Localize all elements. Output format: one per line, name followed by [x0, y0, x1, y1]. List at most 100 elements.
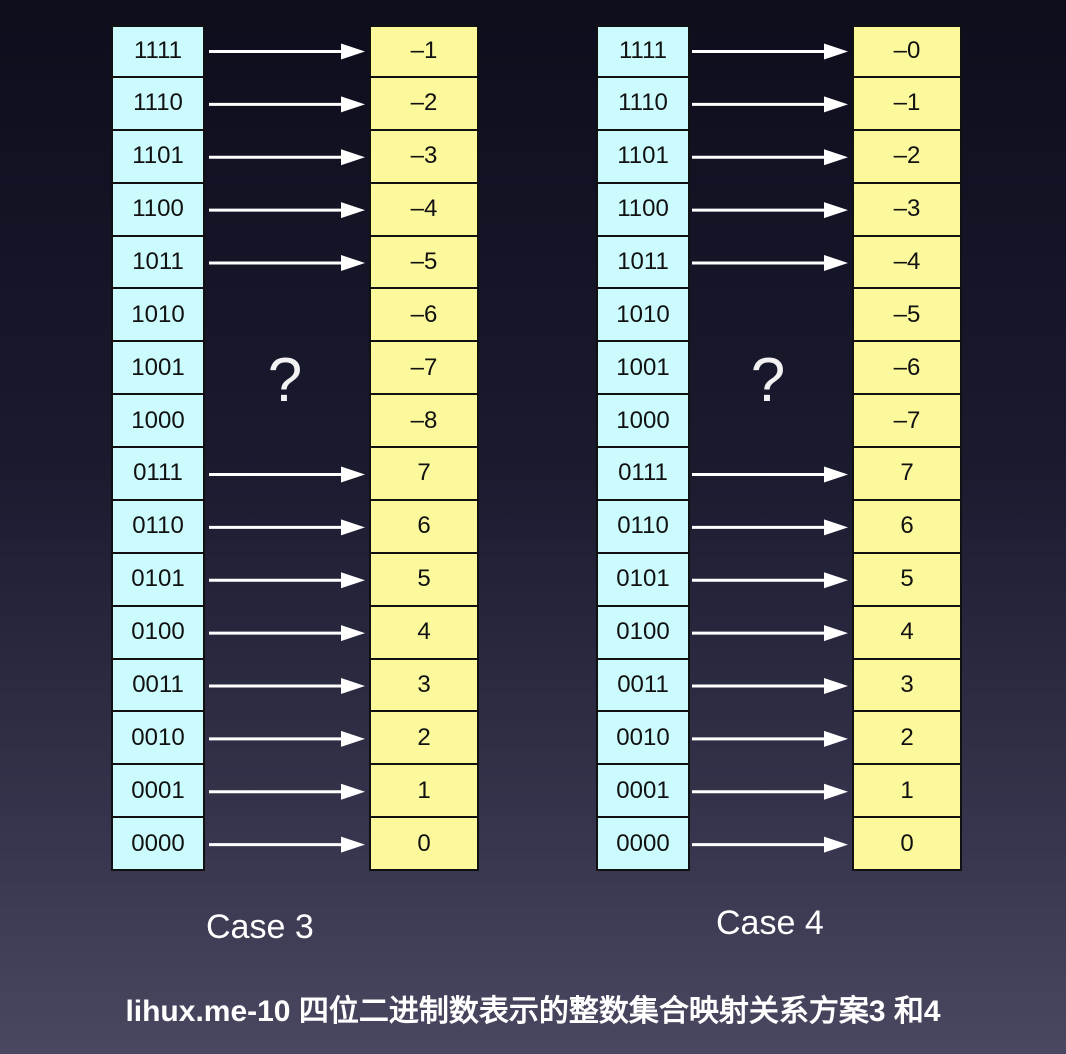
binary-cell: 0101: [596, 553, 690, 607]
mapping-arrow-head: [824, 519, 848, 536]
binary-cell: 1101: [111, 130, 205, 184]
case3-question-mark: ?: [267, 346, 303, 415]
binary-cell: 0111: [111, 448, 205, 501]
mapping-arrow-head: [824, 836, 848, 853]
mapping-arrow-head: [341, 466, 365, 483]
value-cell: 5: [852, 553, 962, 607]
binary-cell: 0000: [596, 818, 690, 871]
mapping-arrow-head: [824, 572, 848, 589]
binary-cell: 1010: [596, 289, 690, 343]
value-cell: 1: [369, 765, 479, 819]
mapping-arrow-head: [824, 149, 848, 166]
binary-cell: 0100: [111, 606, 205, 660]
value-cell: 7: [369, 448, 479, 501]
mapping-arrow-head: [824, 202, 848, 219]
mapping-arrow-head: [341, 43, 365, 60]
binary-cell: 0001: [596, 765, 690, 819]
case3-label: Case 3: [206, 908, 314, 946]
value-cell: 1: [852, 765, 962, 819]
binary-cell: 1110: [596, 77, 690, 131]
value-cell: 0: [852, 818, 962, 871]
mapping-arrow-head: [341, 202, 365, 219]
value-cell: 2: [369, 712, 479, 766]
figure-caption: lihux.me-10 四位二进制数表示的整数集合映射关系方案3 和4: [125, 995, 941, 1028]
value-cell: 4: [852, 606, 962, 660]
mapping-arrow-head: [824, 43, 848, 60]
value-cell: –0: [852, 25, 962, 78]
binary-cell: 0001: [111, 765, 205, 819]
binary-cell: 0111: [596, 448, 690, 501]
mapping-arrow-head: [341, 730, 365, 747]
mapping-arrow-head: [341, 254, 365, 271]
value-cell: 3: [852, 659, 962, 713]
value-cell: 7: [852, 448, 962, 501]
binary-cell: 1001: [596, 342, 690, 396]
value-cell: –4: [369, 183, 479, 237]
mapping-arrow-head: [824, 625, 848, 642]
value-cell: –2: [852, 130, 962, 184]
binary-cell: 0010: [596, 712, 690, 766]
mapping-arrow-head: [824, 254, 848, 271]
case4-label: Case 4: [716, 904, 824, 942]
mapping-arrow-head: [824, 677, 848, 694]
binary-cell: 0010: [111, 712, 205, 766]
binary-cell: 1011: [111, 236, 205, 290]
value-cell: 6: [369, 500, 479, 554]
binary-cell: 0101: [111, 553, 205, 607]
binary-cell: 0011: [596, 659, 690, 713]
mapping-arrow-head: [824, 466, 848, 483]
binary-cell: 0011: [111, 659, 205, 713]
binary-cell: 1110: [111, 77, 205, 131]
binary-cell: 1011: [596, 236, 690, 290]
value-cell: –4: [852, 236, 962, 290]
value-cell: –5: [369, 236, 479, 290]
value-cell: 3: [369, 659, 479, 713]
value-cell: 5: [369, 553, 479, 607]
value-cell: –8: [369, 395, 479, 448]
binary-cell: 1001: [111, 342, 205, 396]
binary-cell: 0100: [596, 606, 690, 660]
mapping-arrow-head: [824, 783, 848, 800]
value-cell: 6: [852, 500, 962, 554]
value-cell: 0: [369, 818, 479, 871]
mapping-arrow-head: [341, 519, 365, 536]
binary-cell: 0110: [596, 500, 690, 554]
binary-cell: 1111: [596, 25, 690, 78]
mapping-arrow-head: [341, 836, 365, 853]
value-cell: –5: [852, 289, 962, 343]
mapping-arrow-head: [341, 96, 365, 113]
case4-question-mark: ?: [750, 346, 786, 415]
value-cell: –1: [369, 25, 479, 78]
binary-cell: 1111: [111, 25, 205, 78]
value-cell: 2: [852, 712, 962, 766]
binary-cell: 1100: [596, 183, 690, 237]
binary-cell: 1000: [111, 395, 205, 448]
mapping-arrow-head: [824, 96, 848, 113]
binary-cell: 1100: [111, 183, 205, 237]
binary-cell: 0110: [111, 500, 205, 554]
mapping-arrow-head: [341, 783, 365, 800]
binary-cell: 1010: [111, 289, 205, 343]
mapping-arrow-head: [341, 625, 365, 642]
mapping-arrow-head: [341, 677, 365, 694]
mapping-arrow-head: [341, 572, 365, 589]
binary-cell: 1000: [596, 395, 690, 448]
mapping-arrow-head: [824, 730, 848, 747]
value-cell: –7: [369, 342, 479, 396]
binary-cell: 1101: [596, 130, 690, 184]
mapping-arrow-head: [341, 149, 365, 166]
value-cell: –3: [852, 183, 962, 237]
value-cell: –6: [852, 342, 962, 396]
value-cell: 4: [369, 606, 479, 660]
value-cell: –2: [369, 77, 479, 131]
binary-cell: 0000: [111, 818, 205, 871]
value-cell: –3: [369, 130, 479, 184]
value-cell: –6: [369, 289, 479, 343]
value-cell: –1: [852, 77, 962, 131]
